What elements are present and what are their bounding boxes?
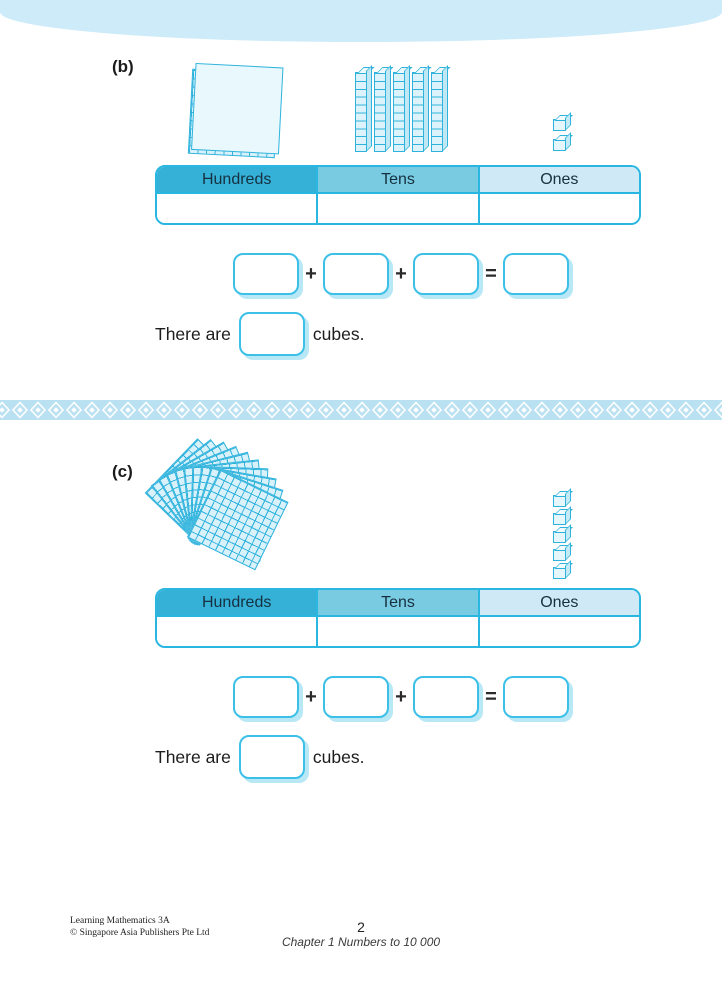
ones-answer-cell[interactable] — [477, 617, 639, 646]
plus-sign: + — [395, 685, 407, 708]
plus-sign: + — [395, 262, 407, 285]
answer-box[interactable] — [323, 253, 389, 295]
plus-sign: + — [305, 685, 317, 708]
answer-box[interactable] — [238, 312, 305, 356]
sentence-row-b: There are cubes. — [155, 312, 364, 356]
header-ones: Ones — [477, 590, 639, 615]
equals-sign: = — [485, 262, 497, 285]
footer-imprint: Learning Mathematics 3A © Singapore Asia… — [70, 915, 209, 939]
tens-answer-cell[interactable] — [316, 617, 477, 646]
top-curved-band — [0, 0, 722, 42]
equation-row-c: + + = — [233, 676, 569, 718]
answer-box[interactable] — [233, 253, 299, 295]
ten-rod-icon — [374, 72, 386, 152]
place-value-table-b: Hundreds Tens Ones — [155, 165, 641, 225]
ten-rod-icon — [393, 72, 405, 152]
ones-answer-cell[interactable] — [477, 194, 639, 223]
answer-box[interactable] — [233, 676, 299, 718]
header-tens: Tens — [316, 167, 478, 192]
sentence-prefix: There are — [155, 746, 231, 767]
unit-cube-icon — [553, 513, 566, 525]
unit-cube-icon — [553, 549, 566, 561]
plus-sign: + — [305, 262, 317, 285]
copyright-line: © Singapore Asia Publishers Pte Ltd — [70, 928, 210, 938]
hundreds-blocks-group-b — [186, 62, 286, 160]
unit-cube-icon — [553, 531, 566, 543]
answer-box[interactable] — [413, 253, 479, 295]
header-hundreds: Hundreds — [157, 590, 317, 615]
ones-blocks-group-c — [553, 495, 566, 579]
ten-rod-icon — [412, 72, 424, 152]
unit-cube-icon — [553, 139, 566, 151]
sentence-suffix: cubes. — [312, 323, 365, 344]
ones-blocks-group-b — [553, 119, 566, 151]
table-header-row: Hundreds Tens Ones — [157, 167, 639, 192]
answer-box[interactable] — [503, 253, 569, 295]
section-c-label: (c) — [112, 462, 133, 481]
sentence-prefix: There are — [155, 323, 231, 344]
section-b-label: (b) — [112, 57, 134, 76]
ten-rod-icon — [431, 72, 443, 152]
hundreds-answer-cell[interactable] — [157, 194, 316, 223]
header-ones: Ones — [477, 167, 639, 192]
place-value-table-c: Hundreds Tens Ones — [155, 588, 641, 648]
sentence-row-c: There are cubes. — [155, 735, 364, 779]
sentence-suffix: cubes. — [312, 746, 365, 767]
answer-box[interactable] — [413, 676, 479, 718]
hundreds-answer-cell[interactable] — [157, 617, 316, 646]
table-answer-row — [157, 615, 639, 646]
page-number: 2 — [357, 919, 365, 935]
book-title: Learning Mathematics 3A — [70, 916, 170, 926]
chapter-title: Chapter 1 Numbers to 10 000 — [281, 935, 441, 949]
answer-box[interactable] — [238, 735, 305, 779]
equals-sign: = — [485, 685, 497, 708]
table-header-row: Hundreds Tens Ones — [157, 590, 639, 615]
hundred-flat-icon — [187, 68, 280, 159]
header-hundreds: Hundreds — [157, 167, 317, 192]
answer-box[interactable] — [323, 676, 389, 718]
unit-cube-icon — [553, 119, 566, 131]
diamond-divider-band — [0, 400, 722, 420]
unit-cube-icon — [553, 495, 566, 507]
equation-row-b: + + = — [233, 253, 569, 295]
tens-blocks-group-b — [355, 72, 443, 152]
ten-rod-icon — [355, 72, 367, 152]
tens-answer-cell[interactable] — [316, 194, 477, 223]
header-tens: Tens — [316, 590, 478, 615]
answer-box[interactable] — [503, 676, 569, 718]
table-answer-row — [157, 192, 639, 223]
hundreds-blocks-group-c — [144, 438, 312, 600]
unit-cube-icon — [553, 567, 566, 579]
